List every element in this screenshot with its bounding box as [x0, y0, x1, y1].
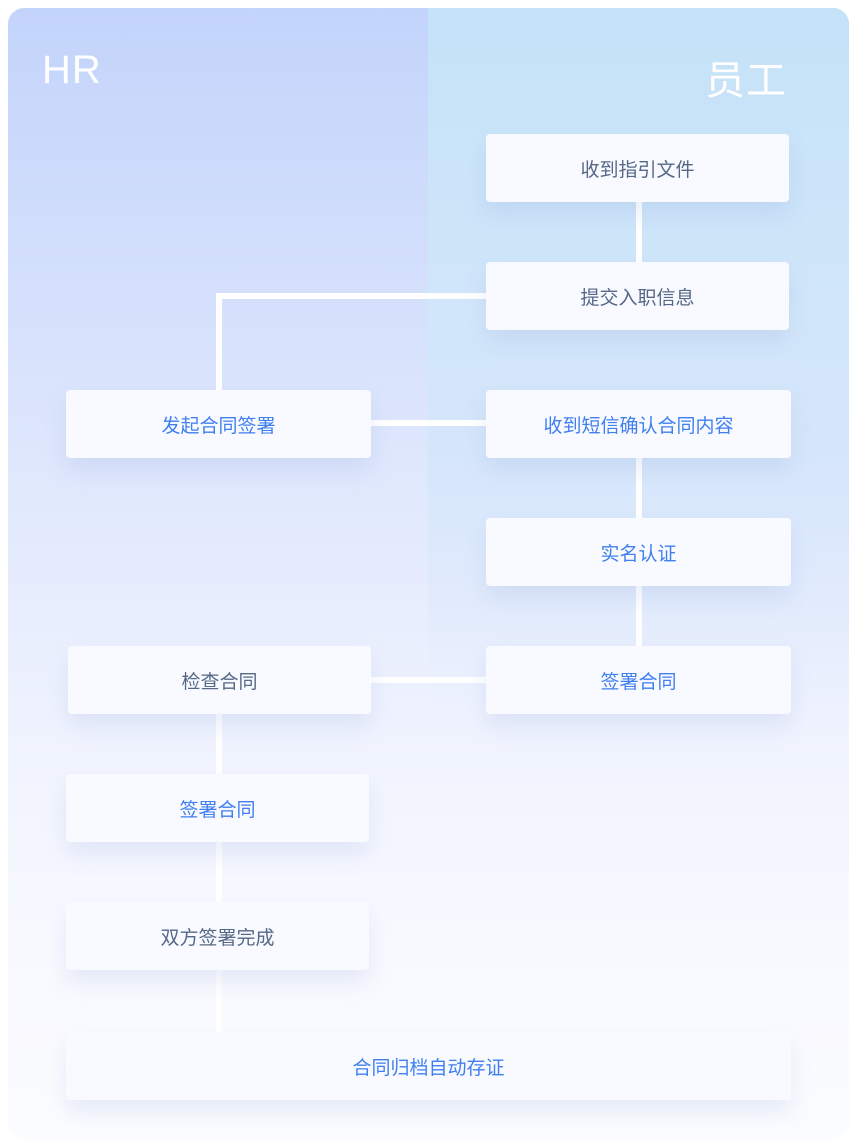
node-initiate-signing[interactable]: 发起合同签署 — [66, 390, 371, 458]
node-check-contract[interactable]: 检查合同 — [68, 646, 371, 714]
connector-both-to-archive — [216, 970, 222, 1032]
connector-guide-to-submit — [636, 198, 642, 264]
connector-sign-to-check — [370, 677, 488, 683]
node-archive[interactable]: 合同归档自动存证 — [66, 1032, 791, 1100]
connector-sms-to-auth — [636, 456, 642, 520]
node-employee-sign[interactable]: 签署合同 — [486, 646, 791, 714]
swimlane-diagram: HR 员工 收到指引文件 提交入职信息 发起合同签署 收到短信确认合同内容 实名… — [8, 8, 849, 1139]
connector-submit-to-hr-horizontal — [216, 293, 488, 299]
connector-hr-sign-to-both — [216, 840, 222, 904]
node-sms-confirm[interactable]: 收到短信确认合同内容 — [486, 390, 791, 458]
employee-lane-title: 员工 — [705, 59, 787, 103]
node-receive-guide[interactable]: 收到指引文件 — [486, 134, 789, 202]
connector-auth-to-sign — [636, 584, 642, 648]
node-both-signed[interactable]: 双方签署完成 — [66, 902, 369, 970]
connector-submit-to-hr-vertical — [216, 293, 222, 391]
hr-lane-title: HR — [42, 48, 102, 92]
node-real-name-auth[interactable]: 实名认证 — [486, 518, 791, 586]
node-hr-sign[interactable]: 签署合同 — [66, 774, 369, 842]
node-submit-info[interactable]: 提交入职信息 — [486, 262, 789, 330]
connector-initiate-to-sms — [370, 420, 488, 426]
connector-check-to-hr-sign — [216, 712, 222, 776]
